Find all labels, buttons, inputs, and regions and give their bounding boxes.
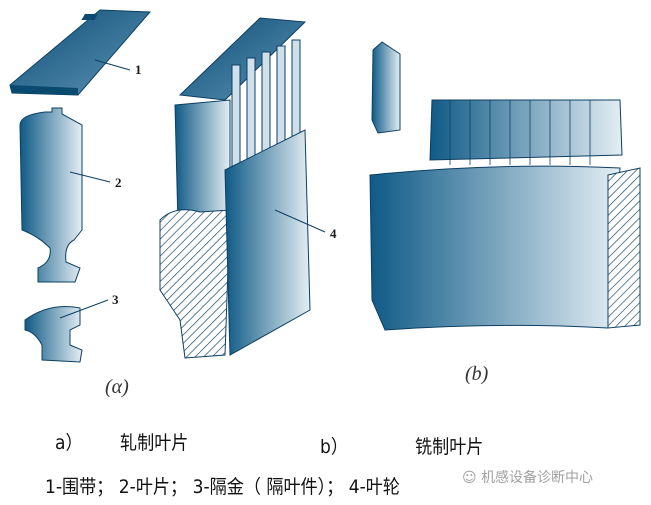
watermark: ☺ 机感设备诊断中心 — [462, 467, 593, 487]
part-label-1: 1 — [135, 62, 142, 77]
milled-blade-part — [371, 41, 401, 134]
caption-b-marker: b） — [320, 436, 348, 458]
milled-blade-wheel — [369, 99, 641, 331]
caption-a-text: 轧制叶片 — [120, 432, 189, 454]
caption-legend: 1-围带； 2-叶片； 3-隔金（ 隔叶件）； 4-叶轮 — [45, 476, 400, 498]
part-label-3: 3 — [112, 292, 119, 307]
blade-part — [19, 107, 83, 283]
part-label-4: 4 — [330, 226, 337, 241]
spacer-part — [24, 306, 83, 363]
subfigure-b-label: (b) — [465, 363, 489, 385]
blade-diagram: 1 2 3 (α) 4 — [9, 9, 641, 398]
shroud-part — [9, 9, 152, 96]
subfigure-a-label: (α) — [105, 376, 129, 398]
rolled-blade-assembly — [159, 17, 311, 359]
caption-b-text: 铣制叶片 — [415, 436, 484, 458]
watermark-text: 机感设备诊断中心 — [481, 470, 594, 486]
caption-a-marker: a） — [55, 432, 83, 454]
part-label-2: 2 — [115, 175, 122, 190]
wechat-icon: ☺ — [462, 470, 477, 486]
